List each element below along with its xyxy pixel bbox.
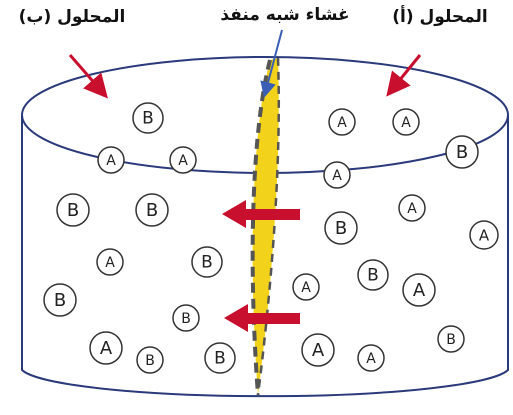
- pointer-solution-b: [68, 54, 108, 99]
- particle-a: A: [169, 146, 197, 174]
- particle-a: A: [96, 248, 124, 276]
- particle-a: A: [292, 273, 320, 301]
- pointer-solution-a: [386, 54, 422, 97]
- particle-b: B: [136, 346, 164, 374]
- particle-b: B: [204, 342, 236, 374]
- particle-label: B: [367, 266, 379, 286]
- particle-label: B: [142, 109, 154, 129]
- particles: B A A B B B A B B A B B A A B A A B A B A A B A A: [43, 102, 499, 374]
- particle-label: A: [413, 280, 426, 301]
- particle-label: B: [201, 253, 213, 273]
- particle-b: B: [132, 102, 164, 134]
- particle-a: A: [469, 220, 499, 250]
- particle-label: A: [332, 168, 342, 184]
- particle-a: A: [301, 333, 335, 367]
- particle-label: B: [54, 290, 66, 311]
- label-pointers: [68, 29, 422, 99]
- semi-permeable-membrane: [250, 57, 281, 396]
- water-flow-arrows: [222, 200, 300, 332]
- membrane-left-edge: [250, 59, 272, 396]
- particle-label: A: [178, 153, 188, 169]
- particle-b: B: [357, 259, 389, 291]
- particle-label: A: [407, 201, 417, 217]
- particle-label: A: [337, 115, 347, 131]
- particle-b: B: [191, 246, 223, 278]
- particle-label: B: [335, 218, 347, 239]
- flow-arrow-upper: [222, 200, 300, 228]
- label-solution-a: المحلول (أ): [392, 5, 488, 27]
- particle-a: A: [402, 273, 436, 307]
- particle-a: A: [328, 108, 356, 136]
- particle-b: B: [135, 193, 169, 227]
- particle-b: B: [56, 193, 90, 227]
- particle-label: A: [100, 338, 113, 359]
- label-solution-b: المحلول (ب): [19, 7, 126, 27]
- particle-label: A: [366, 351, 376, 367]
- particle-b: B: [43, 283, 77, 317]
- particle-a: A: [89, 331, 123, 365]
- particle-label: A: [301, 280, 311, 296]
- particle-b: B: [437, 325, 465, 353]
- particle-a: A: [323, 161, 351, 189]
- particle-a: A: [392, 108, 420, 136]
- particle-label: B: [145, 353, 155, 369]
- particle-label: A: [401, 115, 411, 131]
- particle-a: A: [97, 146, 125, 174]
- particle-b: B: [445, 135, 479, 169]
- particle-label: B: [181, 311, 191, 327]
- particle-a: A: [398, 194, 426, 222]
- cylinder-body: [21, 115, 509, 398]
- pointer-membrane: [260, 29, 283, 98]
- particle-label: B: [446, 332, 456, 348]
- particle-b: B: [172, 304, 200, 332]
- particle-label: B: [456, 142, 468, 163]
- particle-label: A: [106, 153, 116, 169]
- flow-arrow-lower: [224, 304, 300, 332]
- label-membrane: غشاء شبه منفذ: [220, 5, 349, 25]
- membrane-right-edge: [256, 57, 281, 396]
- particle-label: B: [146, 200, 158, 221]
- particle-label: A: [105, 255, 115, 271]
- particle-label: B: [67, 200, 79, 221]
- particle-b: B: [324, 211, 358, 245]
- particle-label: B: [214, 349, 226, 369]
- particle-label: A: [479, 226, 490, 244]
- particle-label: A: [312, 340, 325, 361]
- particle-a: A: [357, 344, 385, 372]
